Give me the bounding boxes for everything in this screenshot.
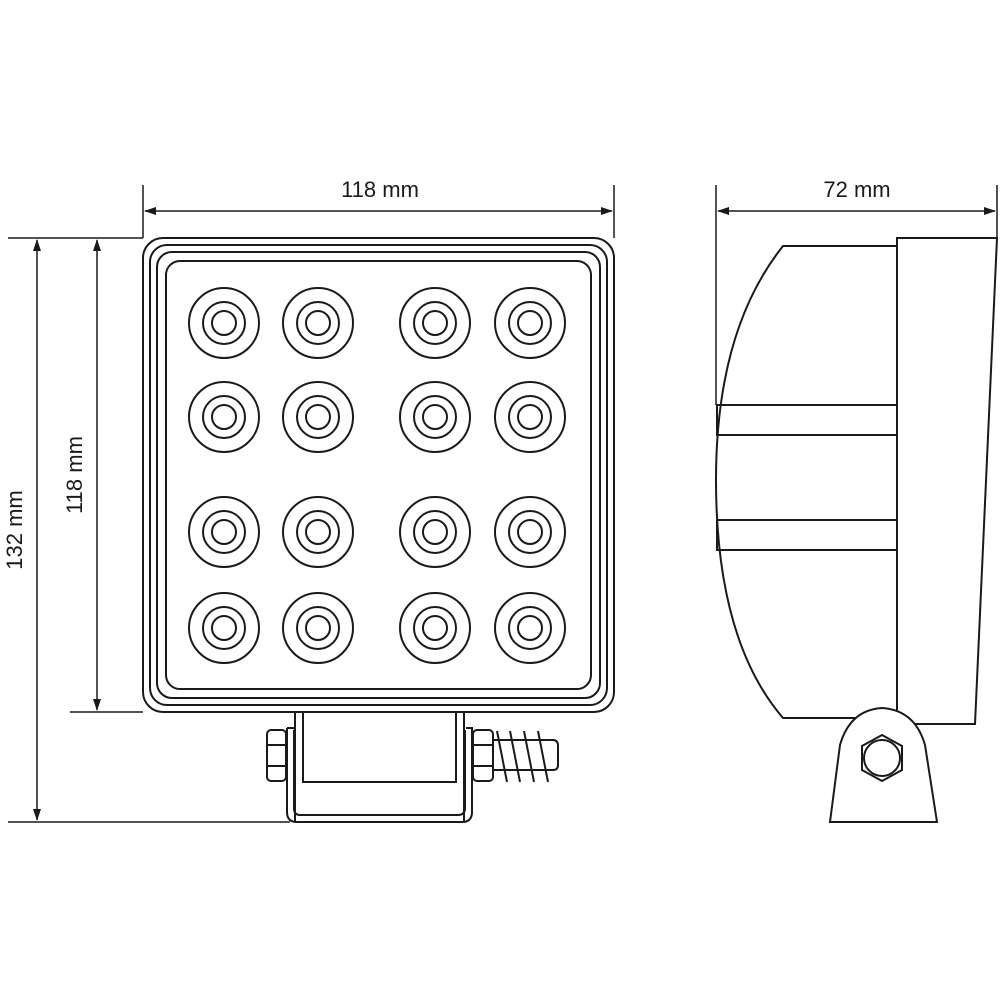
dimension-body-height: 118 mm <box>62 239 143 713</box>
front-mount-bracket <box>266 712 559 823</box>
front-width-label: 118 mm <box>341 177 419 202</box>
front-view <box>142 237 615 713</box>
led-icon <box>282 381 354 453</box>
body-height-label: 118 mm <box>62 436 87 514</box>
led-icon <box>282 592 354 664</box>
led-icon <box>188 592 260 664</box>
led-icon <box>188 287 260 359</box>
led-icon <box>399 287 471 359</box>
led-icon <box>282 287 354 359</box>
led-icon <box>399 592 471 664</box>
threaded-bolt-icon <box>493 730 559 783</box>
dimension-side-depth: 72 mm <box>715 177 998 405</box>
led-icon <box>494 496 566 568</box>
total-height-label: 132 mm <box>2 490 27 569</box>
hex-nut-left-icon <box>266 729 287 782</box>
dimension-front-width: 118 mm <box>142 177 615 238</box>
hex-bolt-icon <box>861 733 903 783</box>
led-icon <box>282 496 354 568</box>
led-icon <box>399 381 471 453</box>
side-depth-label: 72 mm <box>823 177 890 202</box>
led-icon <box>494 287 566 359</box>
led-icon <box>188 496 260 568</box>
side-view <box>714 237 999 823</box>
led-icon <box>494 381 566 453</box>
led-icon <box>188 381 260 453</box>
hex-nut-right-icon <box>472 729 494 782</box>
led-icon <box>494 592 566 664</box>
side-bracket <box>828 706 939 823</box>
led-grid <box>188 287 566 664</box>
led-icon <box>399 496 471 568</box>
dimension-total-height: 132 mm <box>2 237 290 823</box>
